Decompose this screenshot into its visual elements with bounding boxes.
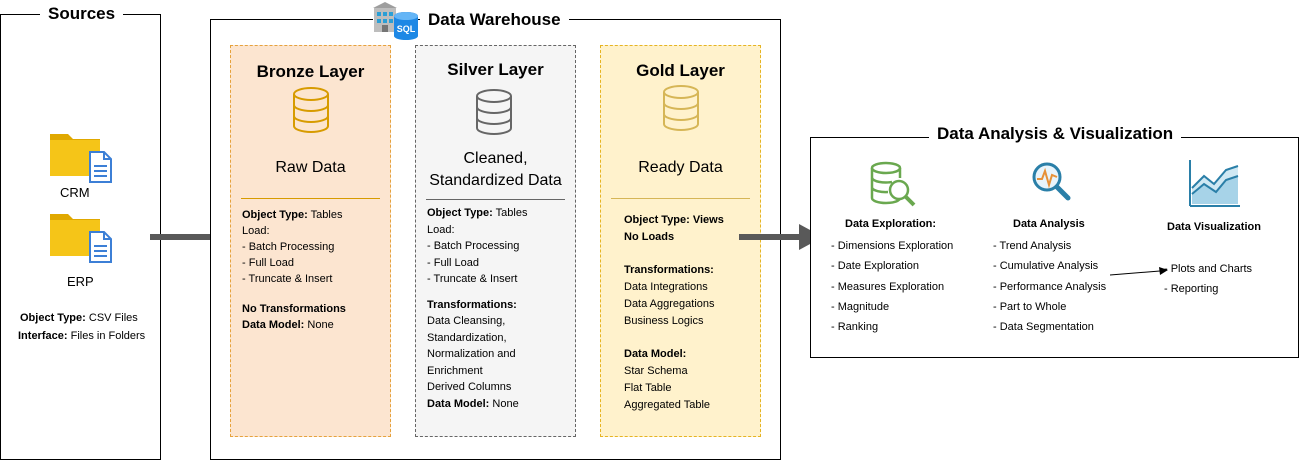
- source-label-erp: ERP: [67, 274, 94, 289]
- bronze-load-item: - Batch Processing: [242, 241, 335, 253]
- warehouse-sql-icon: SQL: [371, 0, 421, 42]
- exploration-item: - Ranking: [831, 321, 879, 334]
- gold-transformation-item: Data Aggregations: [624, 298, 715, 310]
- bronze-load-item: - Full Load: [242, 257, 294, 269]
- silver-layer: Silver Layer Cleaned, Standardized Data …: [415, 45, 576, 437]
- object-type-value: CSV Files: [88, 312, 138, 324]
- silver-transformation-item: Derived Columns: [427, 381, 512, 393]
- area-chart-icon: [1188, 158, 1242, 213]
- crm-folder-icon: [48, 128, 118, 184]
- silver-transformations-label: Transformations:: [427, 298, 517, 311]
- silver-load-label: Load:: [427, 223, 455, 236]
- gold-data-model-item: Star Schema: [624, 365, 688, 377]
- interface-label: Interface:: [18, 330, 68, 342]
- silver-transformation-item: Standardization,: [427, 331, 507, 344]
- visualization-item: - Plots and Charts: [1164, 263, 1253, 275]
- silver-transformation-item: Data Cleansing,: [427, 315, 506, 327]
- gold-subtitle: Ready Data: [638, 159, 723, 176]
- bronze-database-icon: [291, 86, 331, 141]
- bronze-object-type-label: Object Type:: [242, 209, 308, 221]
- bronze-load-item: - Truncate & Insert: [242, 273, 333, 285]
- source-object-type: Object Type: CSV Files: [20, 310, 138, 327]
- analysis-column-title: Data Analysis: [1013, 218, 1085, 230]
- silver-database-icon: [474, 88, 514, 143]
- silver-subtitle-line1: Cleaned,: [463, 150, 528, 167]
- analysis-item: - Data Segmentation: [993, 321, 1094, 334]
- bronze-load-label: Load:: [242, 225, 270, 237]
- exploration-item: - Dimensions Exploration: [831, 240, 954, 252]
- arrow-sources-to-bronze: [150, 234, 216, 240]
- visualization-item: - Reporting: [1164, 283, 1219, 296]
- silver-load-item: - Full Load: [427, 256, 479, 269]
- source-label-crm: CRM: [60, 185, 90, 200]
- magnifier-chart-icon: [1029, 159, 1073, 208]
- sources-title: Sources: [40, 4, 124, 24]
- gold-divider: [611, 198, 750, 199]
- exploration-item: - Measures Exploration: [831, 280, 945, 293]
- bronze-title: Bronze Layer: [256, 62, 365, 81]
- silver-divider: [426, 199, 565, 200]
- silver-transformation-item: Enrichment: [427, 364, 483, 377]
- gold-data-model-label: Data Model:: [624, 348, 687, 360]
- analysis-item: - Performance Analysis: [993, 280, 1107, 293]
- sql-badge-text: SQL: [397, 24, 416, 34]
- analysis-item: - Cumulative Analysis: [993, 260, 1099, 273]
- silver-object-type-value: Tables: [495, 207, 528, 219]
- silver-transformation-item: Normalization and: [427, 348, 516, 360]
- gold-loads: No Loads: [624, 231, 675, 243]
- silver-title: Silver Layer: [447, 60, 544, 79]
- exploration-title: Data Exploration:: [845, 218, 937, 230]
- gold-title: Gold Layer: [636, 61, 725, 80]
- silver-load-item: - Truncate & Insert: [427, 273, 518, 285]
- gold-object-type: Object Type: Views: [624, 214, 724, 226]
- silver-load-item: - Batch Processing: [427, 240, 520, 252]
- exploration-item: - Magnitude: [831, 300, 890, 313]
- interface-value: Files in Folders: [70, 330, 146, 342]
- gold-transformation-item: Business Logics: [624, 315, 704, 327]
- analysis-title: Data Analysis & Visualization: [929, 124, 1182, 144]
- gold-data-model-item: Aggregated Table: [624, 399, 711, 411]
- analysis-item: - Trend Analysis: [993, 240, 1072, 252]
- silver-subtitle-line2: Standardized Data: [429, 172, 562, 189]
- bronze-subtitle: Raw Data: [275, 159, 346, 176]
- gold-data-model-item: Flat Table: [624, 382, 672, 394]
- bronze-divider: [241, 198, 380, 199]
- silver-object-type-label: Object Type:: [427, 207, 493, 219]
- arrow-gold-to-analysis: [739, 234, 801, 240]
- silver-data-model-value: None: [492, 397, 519, 410]
- bronze-layer: Bronze Layer Raw Data Object Type: Table…: [230, 45, 391, 437]
- object-type-label: Object Type:: [20, 312, 86, 324]
- erp-folder-icon: [48, 208, 118, 264]
- source-interface: Interface: Files in Folders: [18, 328, 145, 345]
- bronze-object-type-value: Tables: [310, 209, 343, 221]
- analysis-item: - Part to Whole: [993, 300, 1067, 313]
- database-search-icon: [868, 160, 918, 215]
- gold-database-icon: [661, 84, 701, 139]
- gold-transformations-label: Transformations:: [624, 264, 714, 276]
- gold-layer: Gold Layer Ready Data Object Type: Views…: [600, 45, 761, 437]
- gold-transformation-item: Data Integrations: [624, 281, 708, 293]
- warehouse-title: Data Warehouse: [420, 10, 569, 30]
- visualization-title: Data Visualization: [1167, 221, 1261, 233]
- exploration-item: - Date Exploration: [831, 260, 920, 273]
- bronze-data-model-value: None: [307, 319, 334, 331]
- bronze-data-model-label: Data Model:: [242, 319, 305, 331]
- silver-data-model-label: Data Model:: [427, 397, 490, 410]
- bronze-no-transformations: No Transformations: [242, 303, 346, 315]
- arrow-analysis-to-visualization: [1109, 266, 1170, 284]
